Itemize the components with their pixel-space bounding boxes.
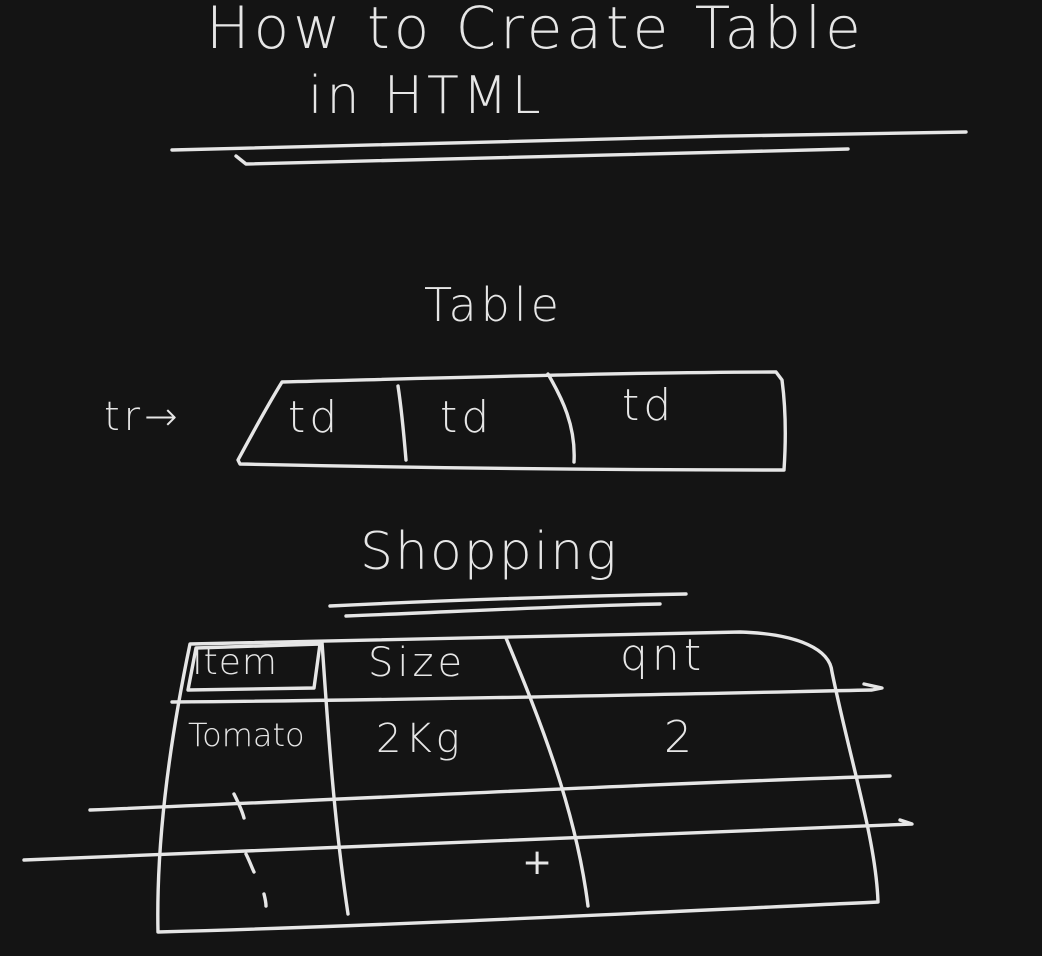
title-line-2: in HTML: [308, 66, 545, 126]
cell-item-tomato: Tomato: [188, 716, 305, 754]
ditto-mark-2: [244, 852, 256, 874]
row-line-2: [88, 774, 892, 812]
cell-size-2kg: 2Kg: [376, 716, 464, 762]
row-label: tr→: [104, 394, 182, 440]
crosshair-cursor-icon: +: [522, 842, 553, 883]
shopping-underline-2: [344, 602, 662, 618]
td-cell-3: td: [622, 380, 676, 431]
header-row-line: [170, 682, 884, 704]
title-underline-1: [170, 130, 968, 152]
column-line-1: [320, 640, 350, 916]
title-underline-2: [234, 147, 850, 166]
shopping-underline-1: [328, 592, 688, 608]
td-divider-1: [396, 384, 408, 462]
title-line-1: How to Create Table: [206, 0, 865, 62]
column-line-2: [504, 636, 590, 908]
shopping-heading: Shopping: [360, 522, 619, 582]
td-row-box: [236, 370, 788, 472]
td-divider-2: [546, 372, 576, 464]
td-cell-1: td: [288, 392, 342, 443]
ditto-mark-1: [232, 792, 246, 820]
item-header-box: [186, 642, 322, 692]
diagram-heading: Table: [424, 278, 563, 332]
column-header-item: Item: [192, 642, 278, 683]
row-line-3: [22, 818, 914, 862]
column-header-size: Size: [368, 640, 467, 686]
shopping-table-outline: [156, 630, 880, 934]
td-cell-2: td: [440, 392, 494, 443]
cell-qnt-2: 2: [664, 712, 696, 763]
column-header-qnt: qnt: [620, 630, 706, 681]
ditto-mark-3: [262, 892, 268, 908]
